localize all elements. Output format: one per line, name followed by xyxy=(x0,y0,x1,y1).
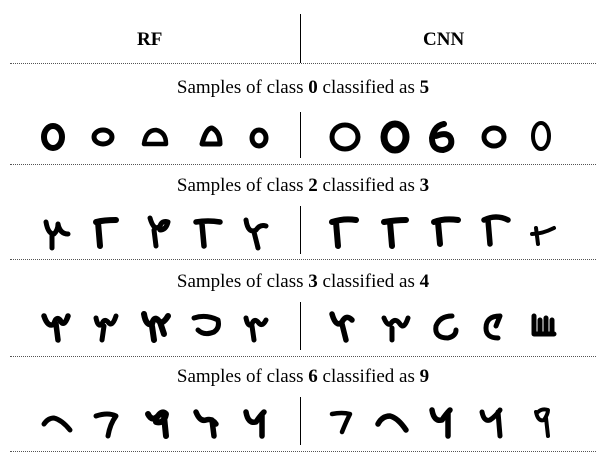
digit-sample-image xyxy=(147,215,171,249)
digit-sample-image xyxy=(381,217,409,249)
digit-sample-image xyxy=(93,217,119,249)
digit-sample-image xyxy=(93,313,119,343)
digit-sample-image xyxy=(243,409,267,439)
digit-sample-image xyxy=(329,410,353,435)
digit-sample-image xyxy=(91,127,115,147)
digit-sample-image xyxy=(433,313,459,341)
digit-sample-image xyxy=(41,415,73,433)
digit-sample-image xyxy=(531,121,551,151)
digit-sample-image xyxy=(531,313,557,337)
digit-sample-image xyxy=(41,313,71,343)
digit-sample-image xyxy=(481,214,511,247)
section-caption-4: Samples of class 6 classified as 9 xyxy=(176,366,430,387)
section-caption-2: Samples of class 2 classified as 3 xyxy=(176,175,430,196)
section-rule-4 xyxy=(10,451,596,452)
header-divider xyxy=(300,14,301,63)
section-rule-1 xyxy=(10,164,596,165)
digit-sample-image xyxy=(375,413,409,433)
header-rule xyxy=(10,63,596,64)
digit-sample-image xyxy=(145,409,169,439)
section-divider-1 xyxy=(300,112,301,158)
digit-sample-image xyxy=(479,407,503,439)
digit-sample-image xyxy=(530,226,556,246)
digit-sample-image xyxy=(381,315,411,343)
section-divider-3 xyxy=(300,302,301,350)
digit-sample-image xyxy=(329,311,355,343)
digit-sample-image xyxy=(483,313,503,341)
digit-sample-image xyxy=(191,313,221,337)
digit-sample-image xyxy=(93,411,119,439)
digit-sample-image xyxy=(193,218,223,249)
section-divider-2 xyxy=(300,206,301,254)
digit-sample-image xyxy=(141,311,171,343)
digit-sample-image xyxy=(193,409,219,439)
column-header-rf: RF xyxy=(137,29,163,50)
section-caption-1: Samples of class 0 classified as 5 xyxy=(176,77,430,98)
section-rule-2 xyxy=(10,259,596,260)
digit-sample-image xyxy=(249,127,269,149)
digit-sample-image xyxy=(429,121,455,153)
section-caption-3: Samples of class 3 classified as 4 xyxy=(176,271,430,292)
section-divider-4 xyxy=(300,397,301,445)
digit-sample-image xyxy=(243,315,269,343)
digit-sample-image xyxy=(481,125,507,149)
digit-sample-image xyxy=(199,125,223,147)
digit-sample-image xyxy=(243,217,269,251)
digit-sample-image xyxy=(43,219,71,251)
digit-sample-image xyxy=(141,127,169,147)
digit-sample-image xyxy=(431,216,461,247)
column-header-cnn: CNN xyxy=(423,29,465,50)
section-rule-3 xyxy=(10,356,596,357)
digit-sample-image xyxy=(329,216,359,249)
digit-sample-image xyxy=(380,120,410,154)
digit-sample-image xyxy=(429,407,453,439)
digit-sample-image xyxy=(534,407,550,438)
digit-sample-image xyxy=(41,123,65,151)
digit-sample-image xyxy=(329,122,361,152)
